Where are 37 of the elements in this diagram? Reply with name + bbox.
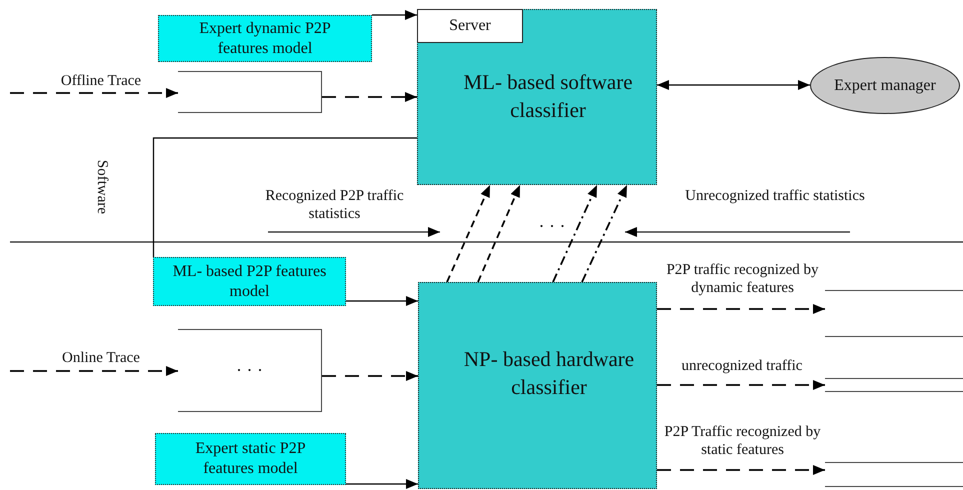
- ellipsis: · · ·: [538, 216, 566, 238]
- section-label: Software: [93, 158, 111, 216]
- arrow: [10, 366, 178, 376]
- arrow: [446, 184, 491, 282]
- box-label: Expert static P2P features model: [194, 439, 307, 479]
- classifier-label: ML- based software classifier: [462, 69, 634, 124]
- trace-buffer: [178, 71, 322, 113]
- arrow: [657, 465, 825, 475]
- output-buffer: [825, 290, 963, 337]
- arrow: [657, 380, 825, 390]
- arrow: [552, 184, 598, 282]
- arrow: [657, 80, 810, 90]
- output-buffer: [825, 462, 963, 487]
- trace-buffer: [178, 329, 322, 412]
- note-label: Unrecognized traffic statistics: [685, 187, 865, 205]
- feature-model-box: [153, 257, 346, 306]
- manager-label: Expert manager: [834, 76, 936, 94]
- arrow: [346, 479, 418, 489]
- arrow: [346, 296, 418, 306]
- arrow: [657, 304, 825, 314]
- classifier-label: NP- based hardware classifier: [462, 346, 636, 402]
- classifier-box: [417, 9, 657, 185]
- box-label: Expert dynamic P2P features model: [198, 18, 332, 58]
- arrow: [322, 92, 417, 102]
- feature-model-box: [158, 15, 372, 62]
- arrow: [372, 10, 417, 20]
- arrow: [10, 88, 178, 98]
- arrow: [322, 371, 418, 381]
- feature-model-box: [155, 433, 346, 485]
- classifier-box: [418, 282, 657, 489]
- arrow: [477, 184, 521, 282]
- arrow: [581, 184, 628, 282]
- box-label: ML- based P2P features model: [172, 262, 327, 302]
- output-buffer: [825, 378, 963, 392]
- connector-line: [152, 137, 417, 257]
- server-tab: Server: [417, 9, 523, 43]
- ellipsis: · · ·: [236, 360, 263, 381]
